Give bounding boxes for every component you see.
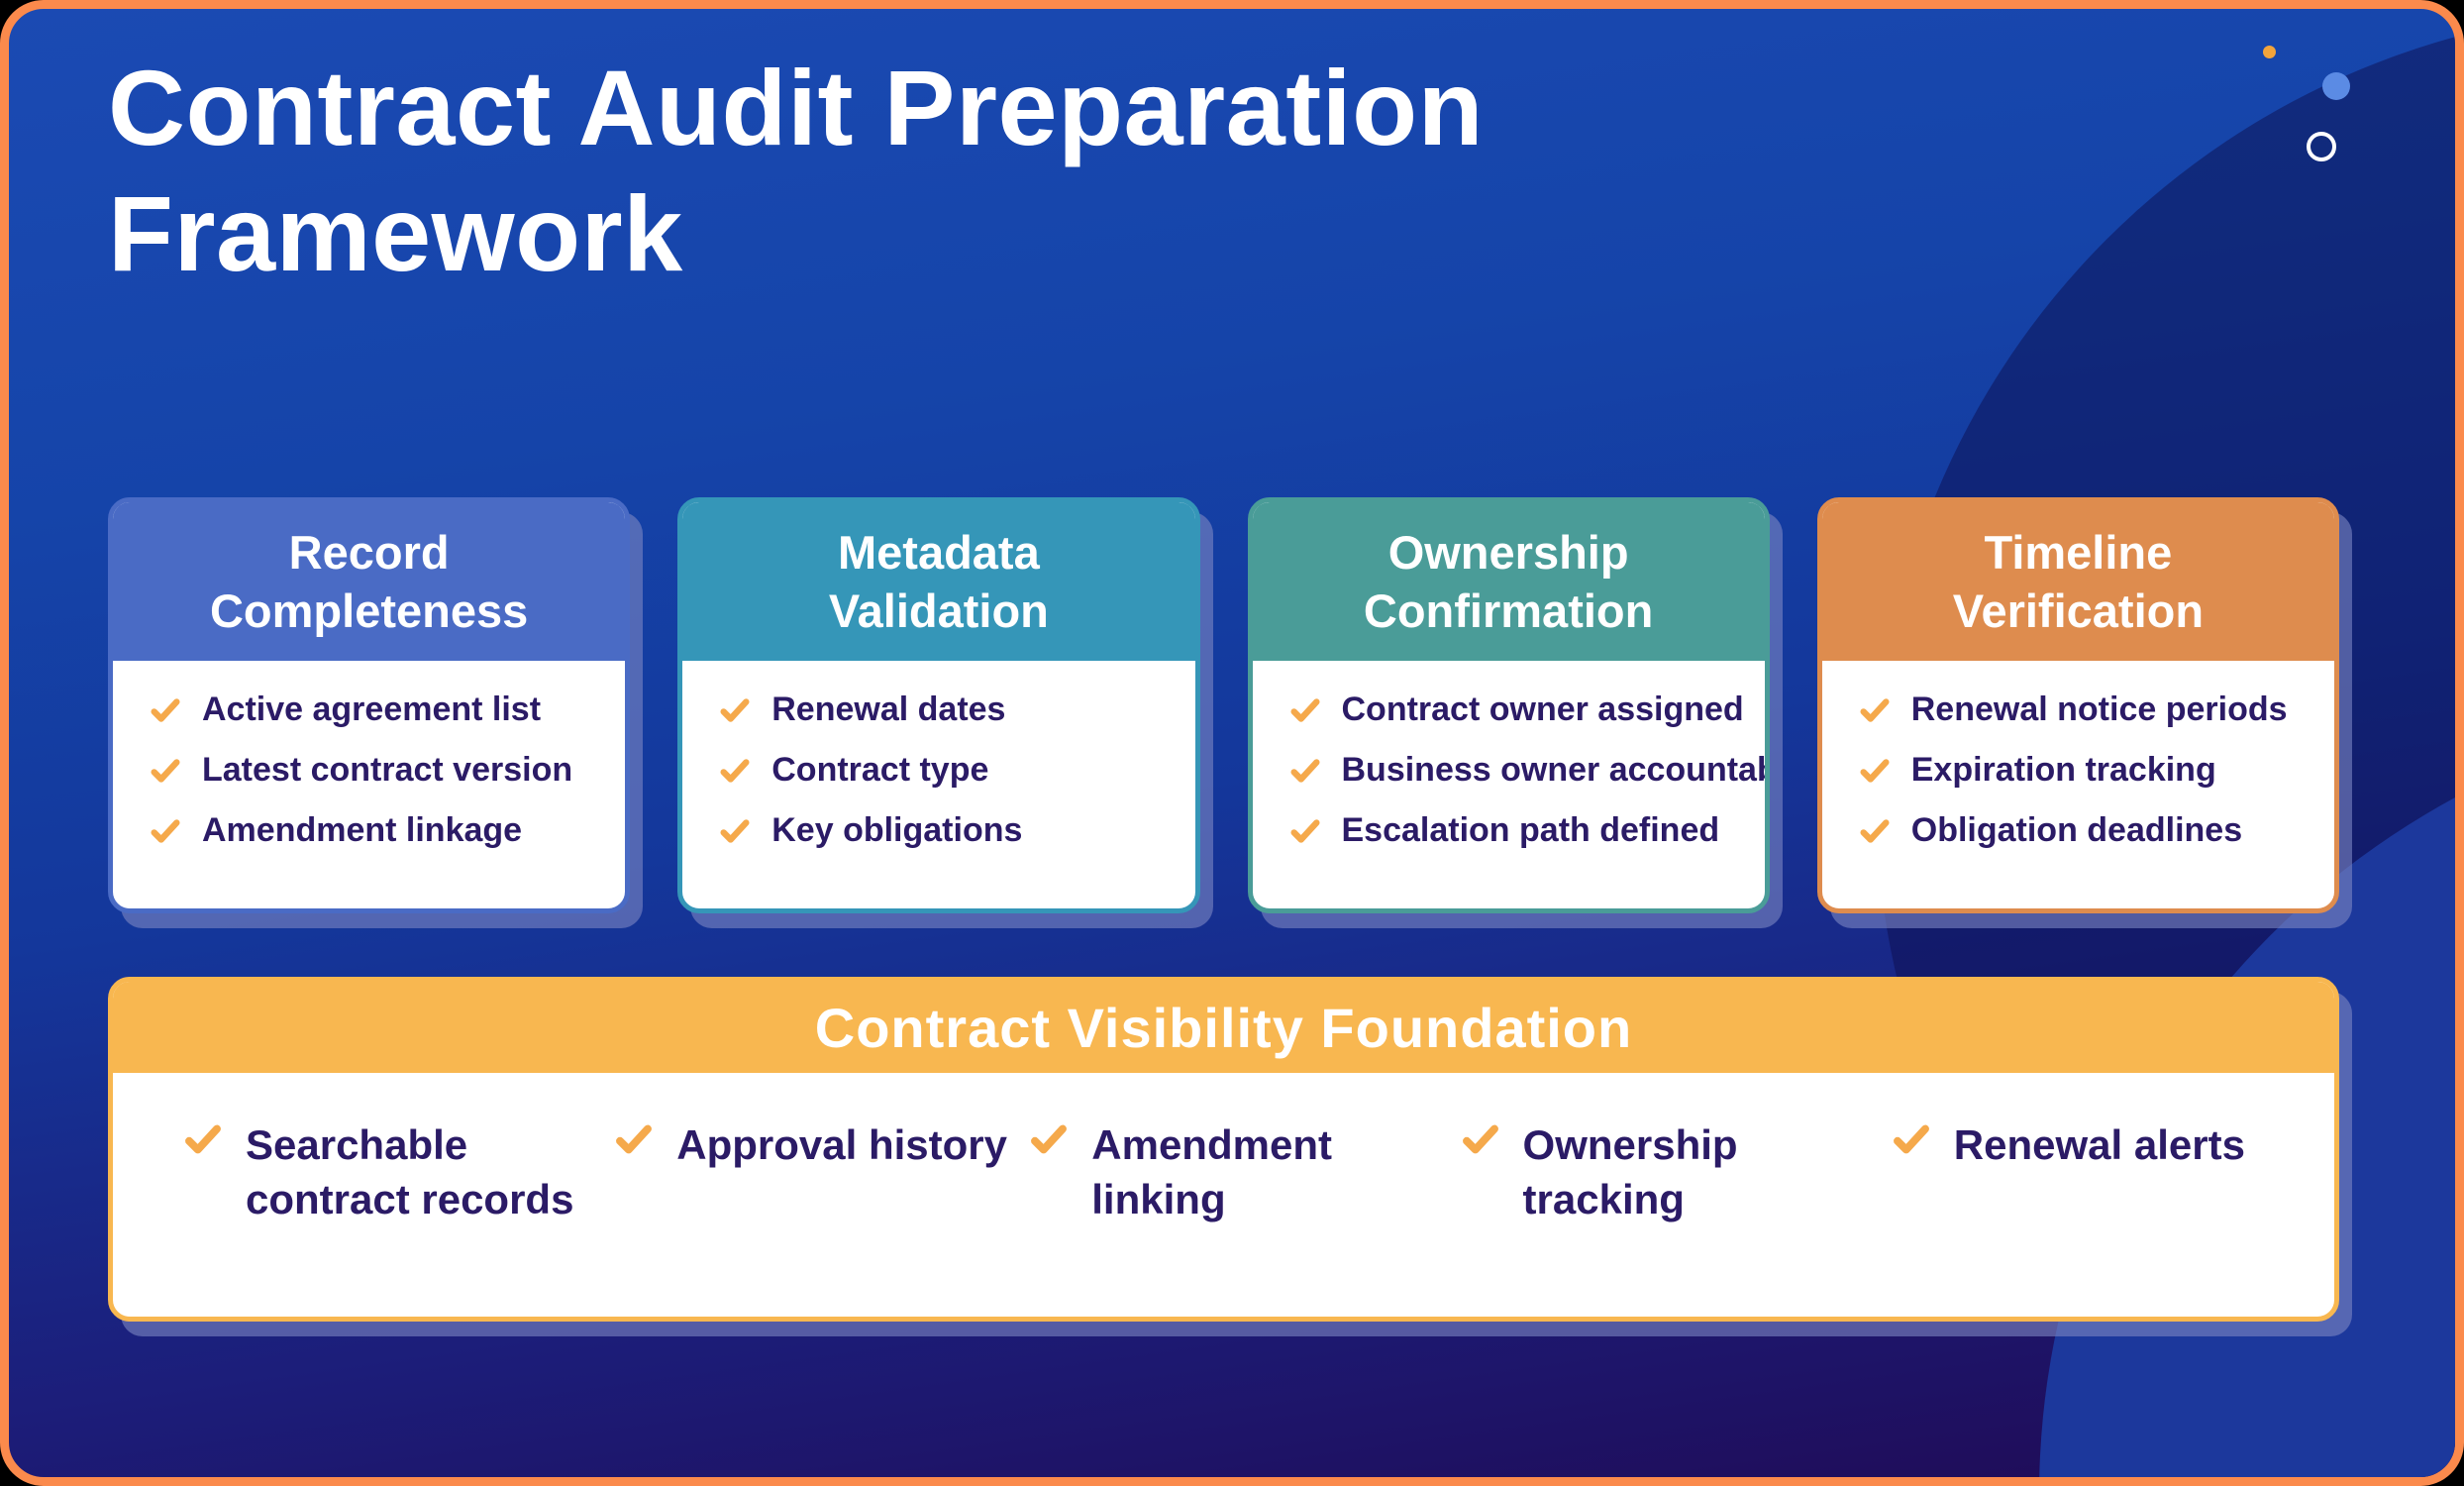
checklist-item-label: Expiration tracking — [1910, 751, 2216, 789]
checklist-item: Latest contract version — [149, 751, 611, 790]
checklist-item-label: Contract owner assigned — [1341, 690, 1744, 728]
foundation-item: Amendment linking — [1028, 1118, 1438, 1226]
check-icon — [1028, 1118, 1070, 1160]
card-header: Metadata Validation — [682, 502, 1195, 661]
card-row: Record Completeness Active agreement lis… — [108, 497, 2339, 913]
foundation-item: Renewal alerts — [1891, 1118, 2245, 1226]
checklist-item: Renewal dates — [718, 690, 1181, 729]
checklist-item: Obligation deadlines — [1858, 811, 2320, 850]
checklist-item: Escalation path defined — [1288, 811, 1751, 850]
blue-dot-decoration — [2322, 72, 2350, 100]
checklist-item: Contract type — [718, 751, 1181, 790]
checklist-item: Key obligations — [718, 811, 1181, 850]
checklist-item-label: Latest contract version — [202, 751, 573, 789]
checklist: Contract owner assigned Business owner a… — [1253, 661, 1765, 850]
foundation-item-label: Approval history — [676, 1121, 1007, 1168]
checklist-item-label: Renewal notice periods — [1910, 690, 2288, 728]
card-timeline-verification: Timeline Verification Renewal notice per… — [1816, 497, 2339, 913]
checklist-item: Expiration tracking — [1858, 751, 2320, 790]
check-icon — [718, 814, 752, 848]
foundation-item-label: Amendment linking — [1091, 1121, 1332, 1222]
foundation-item: Ownership tracking — [1460, 1118, 1870, 1226]
foundation-item-label: Ownership tracking — [1522, 1121, 1738, 1222]
check-icon — [1460, 1118, 1501, 1160]
orange-dot-decoration — [2263, 46, 2276, 58]
foundation-item-label: Renewal alerts — [1953, 1121, 2245, 1168]
check-icon — [149, 814, 182, 848]
check-icon — [613, 1118, 655, 1160]
card-title: Ownership Confirmation — [1363, 525, 1654, 637]
check-icon — [1288, 693, 1322, 727]
checklist: Active agreement list Latest contract ve… — [113, 661, 625, 850]
checklist-item-label: Renewal dates — [771, 690, 1006, 728]
card-ownership-confirmation: Ownership Confirmation Contract owner as… — [1247, 497, 1770, 913]
checklist-item: Contract owner assigned — [1288, 690, 1751, 729]
card-title: Record Completeness — [209, 525, 529, 637]
check-icon — [149, 693, 182, 727]
foundation-item: Searchable contract records — [182, 1118, 592, 1226]
check-icon — [1858, 814, 1892, 848]
checklist-item-label: Key obligations — [771, 811, 1023, 849]
check-icon — [1858, 693, 1892, 727]
checklist-item-label: Contract type — [771, 751, 989, 789]
card-header: Record Completeness — [113, 502, 626, 661]
foundation-item-row: Searchable contract records Approval his… — [113, 1073, 2334, 1226]
check-icon — [182, 1118, 224, 1160]
checklist: Renewal dates Contract type Key obligati… — [682, 661, 1194, 850]
page-title: Contract Audit Preparation Framework — [108, 48, 1485, 294]
card-header: Timeline Verification — [1821, 502, 2334, 661]
checklist-item: Amendment linkage — [149, 811, 611, 850]
card-record-completeness: Record Completeness Active agreement lis… — [108, 497, 631, 913]
checklist-item: Renewal notice periods — [1858, 690, 2320, 729]
checklist-item: Active agreement list — [149, 690, 611, 729]
foundation-item-label: Searchable contract records — [246, 1121, 574, 1222]
checklist-item-label: Obligation deadlines — [1910, 811, 2243, 849]
check-icon — [149, 754, 182, 788]
foundation-banner-header: Contract Visibility Foundation — [113, 982, 2334, 1073]
check-icon — [718, 754, 752, 788]
checklist-item-label: Escalation path defined — [1341, 811, 1720, 849]
foundation-banner: Contract Visibility Foundation Searchabl… — [108, 977, 2339, 1322]
check-icon — [1288, 754, 1322, 788]
check-icon — [718, 693, 752, 727]
card-header: Ownership Confirmation — [1252, 502, 1765, 661]
check-icon — [1858, 754, 1892, 788]
white-ring-decoration — [2307, 132, 2336, 161]
card-metadata-validation: Metadata Validation Renewal dates Contra… — [677, 497, 1200, 913]
check-icon — [1891, 1118, 1932, 1160]
checklist-item-label: Business owner accountable — [1341, 751, 1770, 789]
foundation-banner-title: Contract Visibility Foundation — [814, 996, 1633, 1059]
checklist-item-label: Active agreement list — [202, 690, 542, 728]
checklist: Renewal notice periods Expiration tracki… — [1822, 661, 2334, 850]
checklist-item: Business owner accountable — [1288, 751, 1765, 790]
card-title: Metadata Validation — [828, 525, 1049, 637]
checklist-item-label: Amendment linkage — [202, 811, 523, 849]
foundation-item: Approval history — [613, 1118, 1007, 1226]
check-icon — [1288, 814, 1322, 848]
card-title: Timeline Verification — [1952, 525, 2205, 637]
